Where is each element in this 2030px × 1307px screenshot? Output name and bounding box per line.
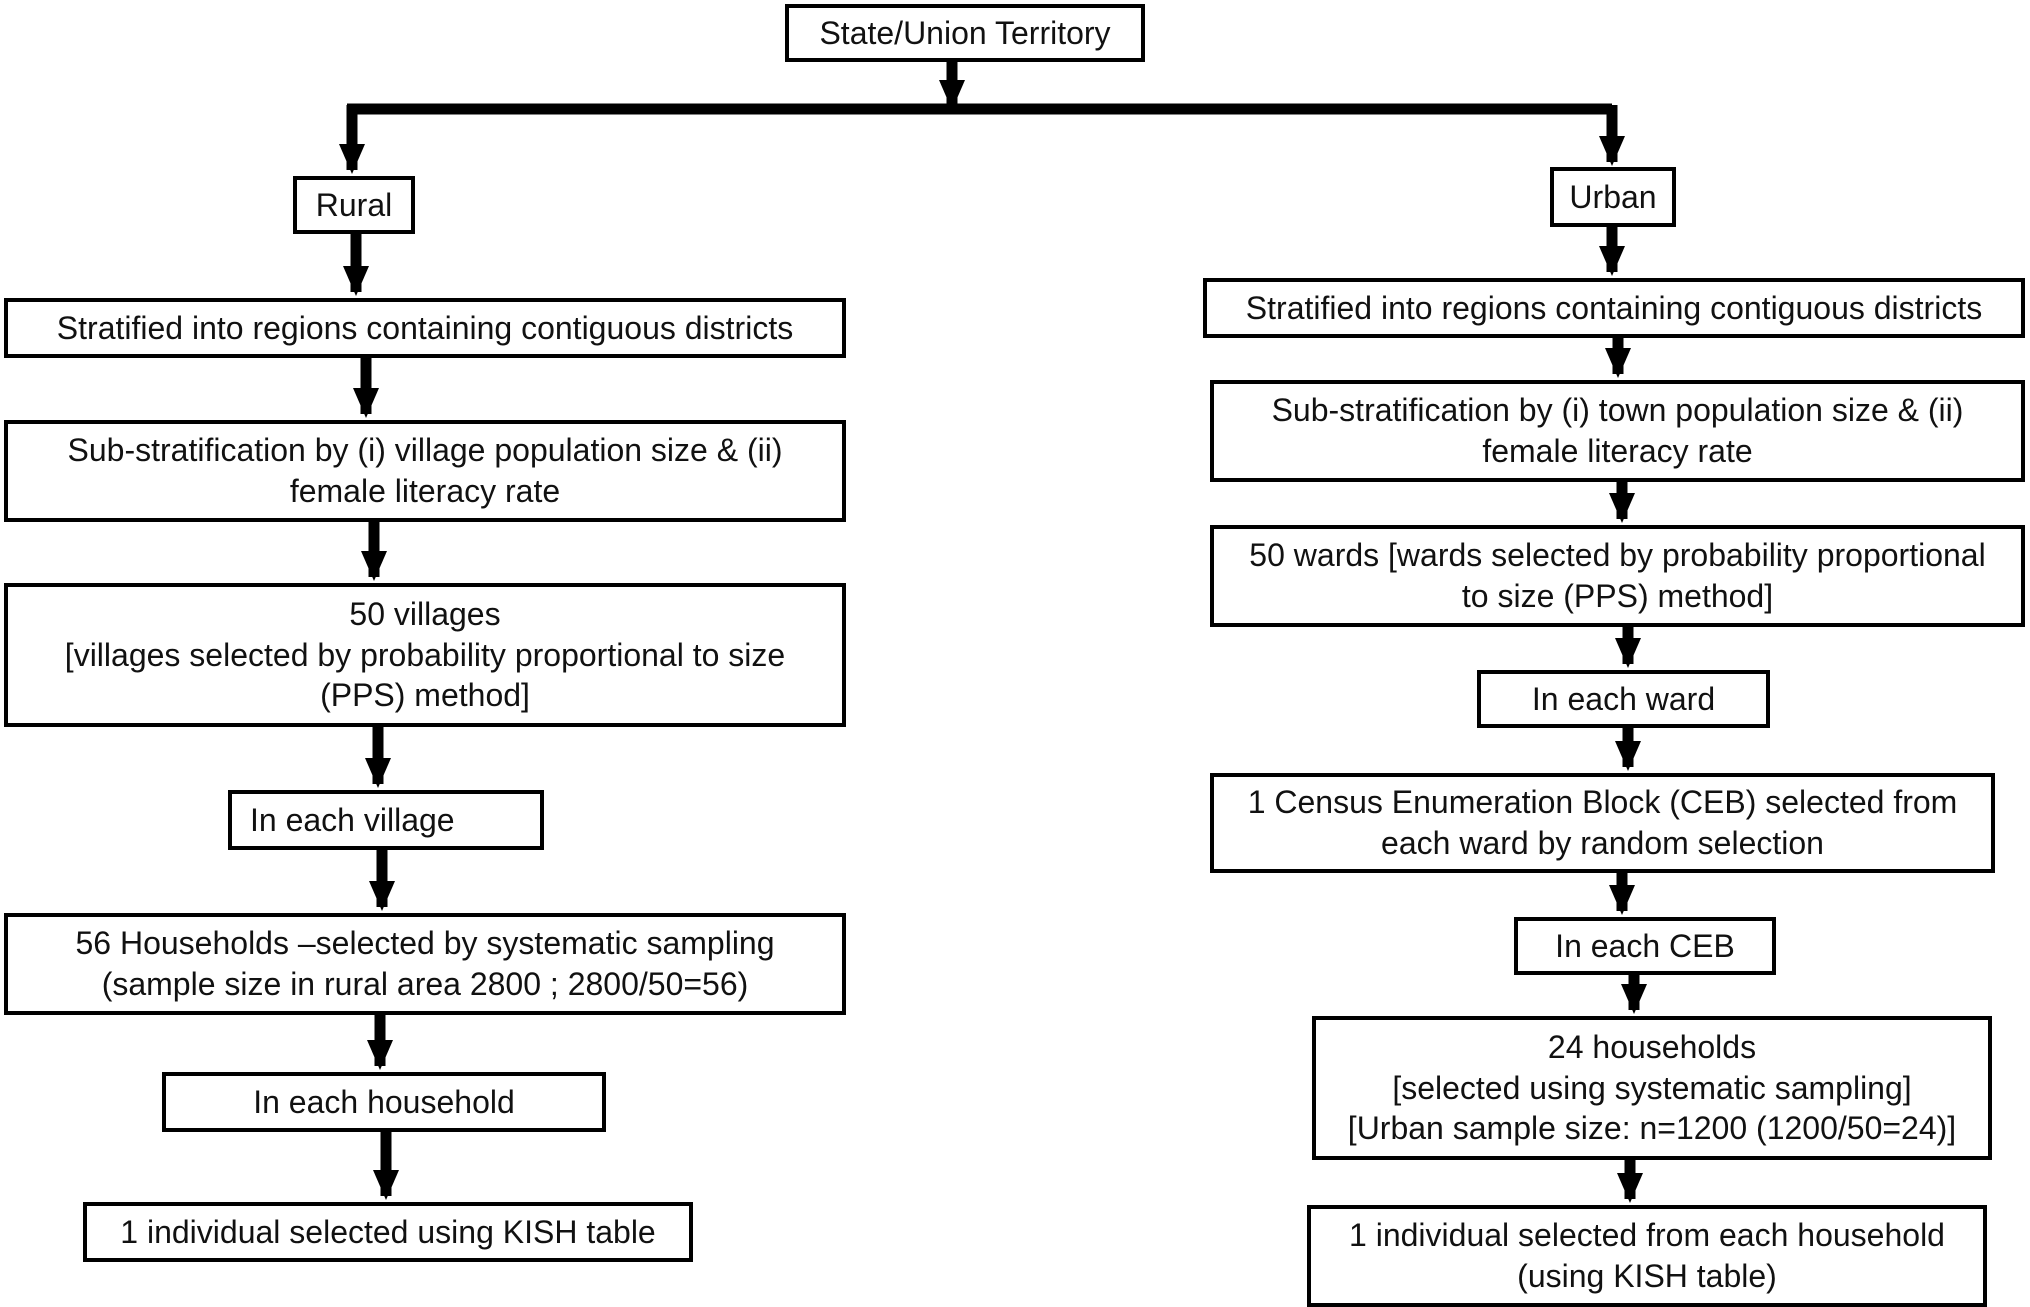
urban-step-7-line-2: [selected using systematic sampling]: [1392, 1069, 1912, 1106]
rural-step-individual: 1 individual selected using KISH table: [83, 1202, 693, 1262]
urban-step-8-line-1: 1 individual selected from each househol…: [1349, 1217, 1945, 1254]
rural-step-7-line-1: 1 individual selected using KISH table: [120, 1213, 656, 1250]
rural-step-6-line-1: In each household: [253, 1083, 515, 1120]
rural-step-households: 56 Households –selected by systematic sa…: [4, 913, 846, 1015]
rural-step-stratification: Stratified into regions containing conti…: [4, 298, 846, 358]
urban-step-6-line-1: In each CEB: [1555, 927, 1735, 964]
rural-step-3-line-2: [villages selected by probability propor…: [64, 636, 786, 673]
urban-step-7-line-1: 24 households: [1547, 1028, 1757, 1065]
rural-step-sub-stratification: Sub-stratification by (i) village popula…: [4, 420, 846, 522]
urban-step-households: 24 households [selected using systematic…: [1312, 1016, 1992, 1160]
urban-step-1-line-1: Stratified into regions containing conti…: [1245, 289, 1983, 326]
urban-step-5-line-2: each ward by random selection: [1381, 825, 1824, 861]
rural-step-4-line-1: In each village: [250, 801, 455, 838]
urban-step-each-ward: In each ward: [1477, 670, 1770, 728]
rural-step-each-household: In each household: [162, 1072, 606, 1132]
urban-step-3-line-2: to size (PPS) method]: [1461, 578, 1774, 614]
rural-node: Rural: [293, 176, 415, 234]
urban-step-4-line-1: In each ward: [1531, 680, 1716, 717]
urban-step-sub-stratification: Sub-stratification by (i) town populatio…: [1210, 380, 2025, 482]
rural-step-3-line-3: (PPS) method]: [320, 677, 530, 714]
rural-step-2-line-2: female literacy rate: [289, 473, 561, 509]
urban-step-5-line-1: 1 Census Enumeration Block (CEB) selecte…: [1247, 784, 1958, 821]
urban-step-each-ceb: In each CEB: [1514, 917, 1776, 975]
urban-step-8-line-2: (using KISH table): [1517, 1258, 1777, 1294]
urban-step-2-line-1: Sub-stratification by (i) town populatio…: [1271, 392, 1964, 429]
urban-step-2-line-2: female literacy rate: [1482, 433, 1753, 469]
connector-arrows: [339, 62, 1647, 1203]
urban-step-3-line-1: 50 wards [wards selected by probability …: [1249, 537, 1986, 574]
rural-step-3-line-1: 50 villages: [349, 595, 501, 632]
urban-step-wards: 50 wards [wards selected by probability …: [1210, 525, 2025, 627]
rural-step-2-line-1: Sub-stratification by (i) village popula…: [67, 432, 783, 469]
urban-step-stratification: Stratified into regions containing conti…: [1203, 278, 2025, 338]
rural-step-1-line-1: Stratified into regions containing conti…: [56, 309, 794, 346]
rural-step-5-line-1: 56 Households –selected by systematic sa…: [75, 925, 775, 962]
rural-step-5-line-2: (sample size in rural area 2800 ; 2800/5…: [101, 966, 749, 1002]
root-node: State/Union Territory: [785, 4, 1145, 62]
urban-step-census-block: 1 Census Enumeration Block (CEB) selecte…: [1210, 773, 1995, 873]
urban-node: Urban: [1550, 167, 1676, 227]
rural-step-each-village: In each village: [228, 790, 544, 850]
rural-label: Rural: [315, 186, 393, 223]
urban-label: Urban: [1569, 178, 1657, 215]
urban-step-7-line-3: [Urban sample size: n=1200 (1200/50=24)]: [1347, 1110, 1957, 1147]
root-label: State/Union Territory: [819, 14, 1111, 51]
urban-step-individual: 1 individual selected from each househol…: [1307, 1205, 1987, 1307]
rural-step-villages: 50 villages [villages selected by probab…: [4, 583, 846, 727]
